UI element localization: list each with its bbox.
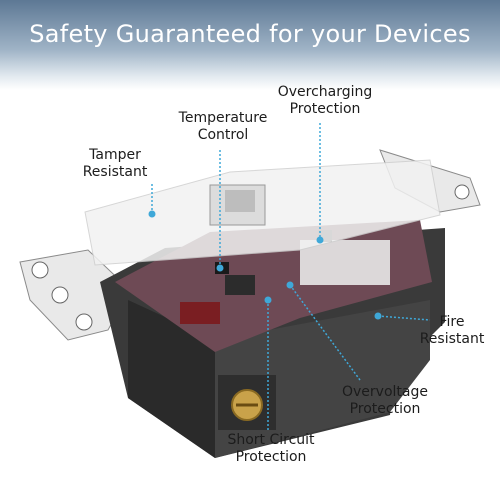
callout-tamper-resistant: Tamper Resistant (82, 147, 148, 180)
callout-temperature-control: Temperature Control (178, 110, 268, 143)
left-mounting-bracket (19, 249, 131, 341)
callout-short-circuit-protection: Short Circuit Protection (227, 432, 315, 465)
callout-dots (148, 210, 382, 320)
header-banner (0, 0, 500, 90)
callout-leaders (151, 123, 431, 430)
faceplate (84, 159, 441, 266)
callout-overcharging-protection: Overcharging Protection (277, 84, 373, 117)
callout-fire-resistant: Fire Resistant (419, 314, 485, 347)
headline: Safety Guaranteed for your Devices (29, 20, 471, 48)
callout-overvoltage-protection: Overvoltage Protection (342, 384, 428, 417)
terminal-screw (218, 375, 276, 430)
